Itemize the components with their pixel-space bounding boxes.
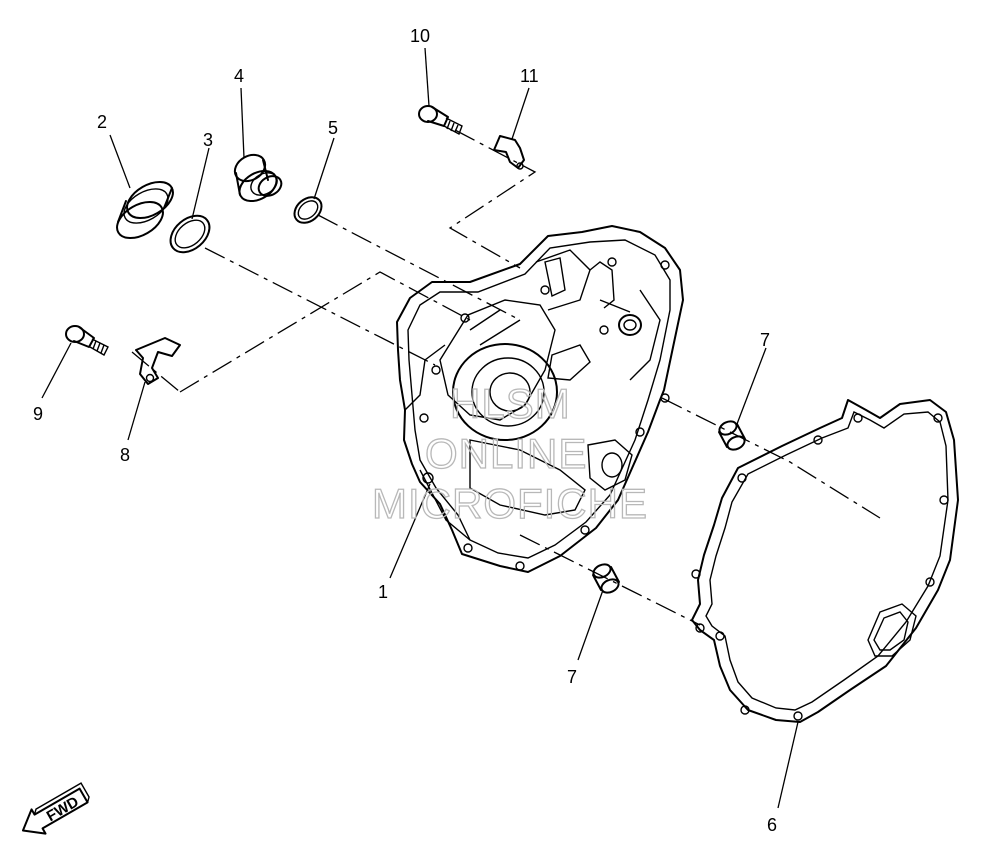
part-1-crankcase-cover[interactable]: [396, 225, 684, 573]
callout-9: 9: [33, 404, 43, 424]
watermark: HLSM ONLINE MICROFICHE: [371, 379, 648, 527]
part-10-bolt[interactable]: [418, 105, 463, 135]
callout-5: 5: [328, 118, 338, 138]
part-2-plug-cap[interactable]: [111, 175, 179, 246]
part-11-clamp[interactable]: [493, 135, 525, 170]
part-9-bolt[interactable]: [65, 325, 109, 356]
assembly-center-lines: [131, 129, 881, 626]
part-7-dowel-pin-lower[interactable]: [591, 562, 620, 595]
callout-7-lower: 7: [567, 667, 577, 687]
part-5-o-ring[interactable]: [289, 192, 326, 228]
callout-4: 4: [234, 66, 244, 86]
callout-8: 8: [120, 445, 130, 465]
callout-labels: 2 3 4 5 10 11 9 8 1 7 7 6: [33, 26, 777, 835]
callout-3: 3: [203, 130, 213, 150]
part-6-gasket[interactable]: [691, 399, 959, 723]
callout-1: 1: [378, 582, 388, 602]
watermark-line-1: HLSM: [450, 380, 571, 427]
watermark-line-3: MICROFICHE: [372, 480, 648, 527]
callout-2: 2: [97, 112, 107, 132]
fwd-arrow-icon: FWD: [21, 782, 90, 835]
part-7-dowel-pin-upper[interactable]: [717, 419, 746, 452]
watermark-line-2: ONLINE: [425, 430, 587, 477]
callout-10: 10: [410, 26, 430, 46]
part-3-o-ring[interactable]: [164, 208, 217, 259]
part-4-plug[interactable]: [230, 150, 285, 208]
callout-6: 6: [767, 815, 777, 835]
leader-lines: [41, 47, 799, 809]
part-8-clamp[interactable]: [135, 337, 181, 385]
callout-7-upper: 7: [760, 330, 770, 350]
callout-11: 11: [520, 66, 539, 86]
